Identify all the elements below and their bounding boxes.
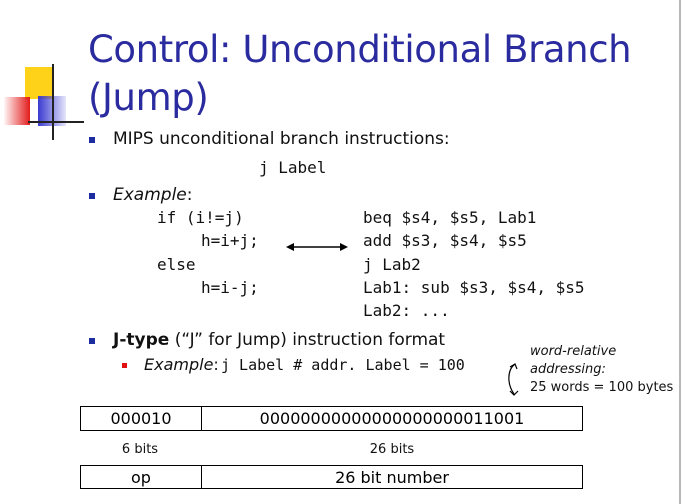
asm-line-3: j Lab2 [363,255,421,274]
logo-red-square [4,97,30,125]
example-label: Example [113,185,187,205]
c-code-line-3: else [157,255,196,274]
binary-format-box: 000010 00000000000000000000011001 [80,406,583,431]
annotation-line-3: 25 words = 100 bytes [530,380,674,395]
op-name-cell: op [131,467,151,487]
annotation-line-1: word-relative [530,344,617,359]
slide-logo [0,64,90,144]
addr-bits-cell: 00000000000000000000011001 [259,409,525,428]
logo-horizontal-line [28,121,84,123]
double-arrow-icon [286,243,348,251]
c-code-line-4: h=i-j; [201,278,259,297]
sub-example-label: Example [144,355,214,374]
jtype-example-label: Example: [144,355,219,374]
addr-size-label: 26 bits [369,442,415,457]
bullet-mips-text: MIPS unconditional branch instructions: [113,129,450,149]
logo-yellow-square [25,67,53,99]
jtype-example-code: j Label # addr. Label = 100 [221,356,465,374]
asm-line-4: Lab1: sub $s3, $s4, $s5 [363,278,585,297]
sub-example-colon: : [213,355,219,374]
op-bits-cell: 000010 [110,409,172,428]
square-bullet-icon [89,137,95,143]
asm-line-2: add $s3, $s4, $s5 [363,231,527,250]
asm-line-5: Lab2: ... [363,301,450,320]
jtype-heading: J-type (“J” for Jump) instruction format [113,330,445,350]
jtype-bold: J-type [113,330,170,350]
annotation-line-2: addressing: [530,362,606,377]
addr-name-cell: 26 bit number [335,467,449,487]
slide-right-rule [679,0,681,504]
field-box-divider [201,466,202,488]
example-heading: Example: [113,185,193,205]
square-bullet-icon [89,338,95,344]
curved-arrow-icon [508,363,519,396]
c-code-line-2: h=i+j; [201,231,259,250]
c-code-line-1: if (i!=j) [157,208,244,227]
example-colon: : [186,185,193,205]
field-name-box: op 26 bit number [80,465,583,489]
logo-vertical-line [52,64,54,140]
binary-box-divider [201,407,202,430]
asm-line-1: beq $s4, $s5, Lab1 [363,208,537,227]
op-size-label: 6 bits [121,442,159,457]
jtype-rest: (“J” for Jump) instruction format [169,330,446,350]
red-square-bullet-icon [122,363,127,368]
code-j-label: j Label [259,158,327,177]
square-bullet-icon [89,193,95,199]
slide-title: Control: Unconditional Branch (Jump) [88,28,632,119]
